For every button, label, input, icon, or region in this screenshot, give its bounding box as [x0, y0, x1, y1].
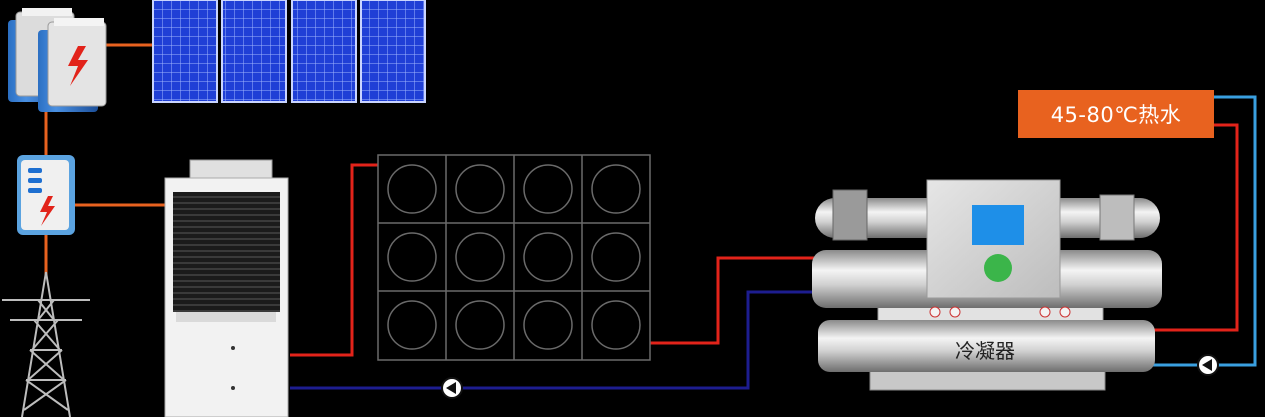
power-lines: [44, 43, 165, 275]
pump-icon: [441, 377, 463, 399]
pump-icon: [1197, 354, 1219, 376]
battery-icon: [8, 8, 107, 112]
chiller-icon: [812, 179, 1162, 391]
storage-tank-icon: [377, 154, 651, 361]
condenser-label: 冷凝器: [955, 339, 1015, 363]
power-tower-icon: [2, 271, 90, 417]
pipes: [290, 95, 1257, 390]
inverter-icon: [17, 155, 75, 235]
hot-water-label: 45-80℃热水: [1018, 90, 1214, 138]
solar-panel-icon: [152, 0, 426, 103]
heat-pump-unit-icon: [164, 159, 289, 417]
